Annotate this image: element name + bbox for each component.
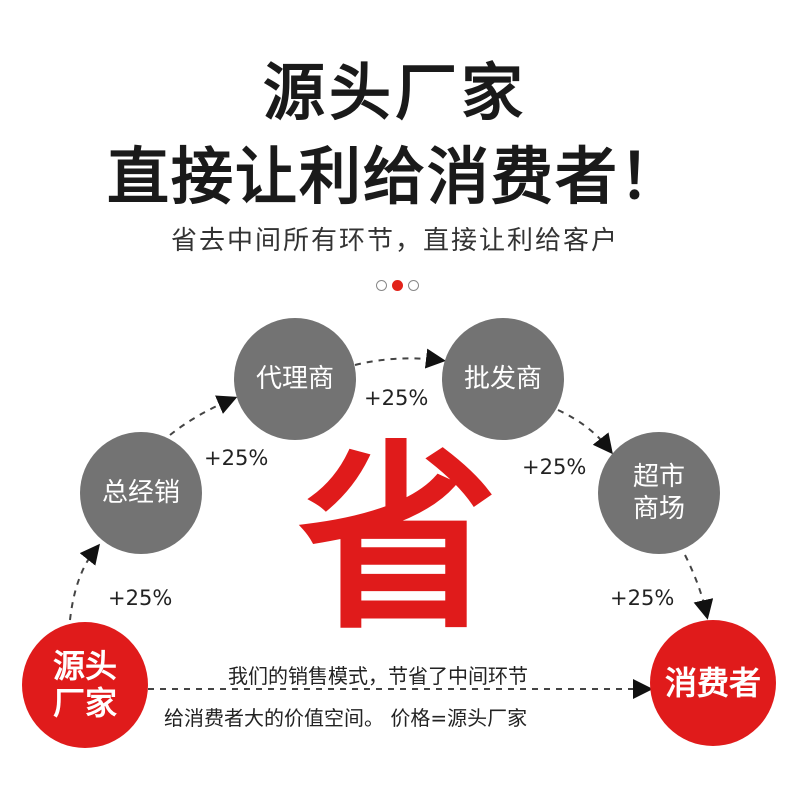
node-agent-label: 代理商 bbox=[255, 363, 334, 394]
arrow-market-to-consumer bbox=[684, 554, 714, 620]
carousel-dot-2[interactable] bbox=[392, 280, 403, 291]
node-wholesaler-label: 批发商 bbox=[463, 363, 542, 394]
bottom-note-line1: 我们的销售模式，节省了中间环节 bbox=[228, 664, 528, 688]
carousel-dot-1[interactable] bbox=[376, 280, 387, 291]
page-subtitle: 省去中间所有环节，直接让利给客户 bbox=[170, 226, 619, 256]
node-consumer-label: 消费者 bbox=[664, 664, 761, 702]
node-supermarket: 超市 商场 bbox=[598, 432, 720, 554]
page-title-line1: 源头厂家 bbox=[262, 56, 527, 129]
node-general-distributor-label: 总经销 bbox=[101, 477, 180, 508]
node-source-label: 源头 厂家 bbox=[52, 647, 117, 722]
markup-label-2: +25% bbox=[204, 446, 269, 470]
markup-label-4: +25% bbox=[522, 455, 587, 479]
node-source-factory: 源头 厂家 bbox=[22, 622, 148, 748]
center-save-character: 省 bbox=[297, 424, 498, 657]
node-supermarket-label: 超市 商场 bbox=[632, 461, 685, 525]
node-general-distributor: 总经销 bbox=[80, 432, 202, 554]
markup-label-3: +25% bbox=[364, 386, 429, 410]
arrow-general-to-agent bbox=[169, 395, 238, 436]
carousel-dots bbox=[376, 280, 419, 291]
node-agent: 代理商 bbox=[234, 318, 356, 440]
markup-label-1: +25% bbox=[108, 586, 173, 610]
arrow-agent-to-wholesaler bbox=[354, 348, 446, 369]
carousel-dot-3[interactable] bbox=[408, 280, 419, 291]
arrow-wholesaler-to-market bbox=[557, 409, 613, 455]
node-consumer: 消费者 bbox=[650, 620, 776, 746]
node-wholesaler: 批发商 bbox=[442, 318, 564, 440]
bottom-note-line2: 给消费者大的价值空间。 价格=源头厂家 bbox=[164, 706, 528, 730]
page-title-line2: 直接让利给消费者！ bbox=[106, 140, 683, 213]
markup-label-5: +25% bbox=[610, 586, 675, 610]
arrow-source-to-general bbox=[69, 543, 100, 621]
